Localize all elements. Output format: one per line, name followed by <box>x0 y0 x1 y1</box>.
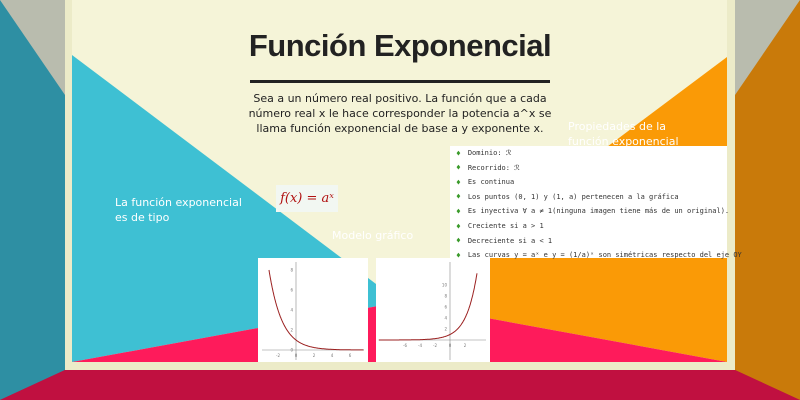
property-item: ♦ Es inyectiva ∀ a ≠ 1(ninguna imagen tie… <box>456 206 729 216</box>
property-text: Es continua <box>467 178 515 187</box>
bullet-icon: ♦ <box>456 148 461 158</box>
y-tick-label: 8 <box>290 268 293 273</box>
property-item: ♦ Las curvas y = aˣ e y = (1/a)ˣ son simé… <box>456 250 742 260</box>
outer-left-panel <box>0 0 65 400</box>
formula-box: f(x) = aˣ <box>276 185 338 212</box>
property-item: ♦ Dominio: ℛ <box>456 148 511 158</box>
property-item: ♦ Es continua <box>456 177 514 187</box>
x-tick-label: -6 <box>403 343 407 348</box>
property-text: Es inyectiva ∀ a ≠ 1(ninguna imagen tien… <box>467 207 730 216</box>
model-label: Modelo gráfico <box>332 229 414 242</box>
x-tick-label: 2 <box>313 353 316 358</box>
property-text: Creciente si a > 1 <box>467 222 544 230</box>
page-title: Función Exponencial <box>248 28 552 63</box>
property-item: ♦ Recorrido: ℛ <box>456 163 520 173</box>
properties-list: ♦ Dominio: ℛ ♦ Recorrido: ℛ ♦ Es continua ♦ Los… <box>450 146 742 260</box>
bullet-icon: ♦ <box>456 192 461 202</box>
x-tick-label: -2 <box>433 343 437 348</box>
type-label-line: La función exponencial <box>115 196 242 209</box>
bullet-icon: ♦ <box>456 250 461 260</box>
property-text: Decreciente si a < 1 <box>467 236 553 245</box>
x-tick-label: -2 <box>276 353 280 358</box>
property-text: Dominio: ℛ <box>467 149 512 157</box>
type-label-line: es de tipo <box>115 211 170 224</box>
x-tick-label: 6 <box>349 353 352 358</box>
property-text: Las curvas y = aˣ e y = (1/a)ˣ son simét… <box>467 251 742 260</box>
x-tick-label: 0 <box>449 343 452 348</box>
type-label: La función exponencial es de tipo <box>115 195 242 225</box>
y-tick-label: 4 <box>290 308 293 313</box>
bullet-icon: ♦ <box>456 236 461 246</box>
property-item: ♦ Los puntos (0, 1) y (1, a) pertenecen a… <box>456 192 679 202</box>
bullet-icon: ♦ <box>456 163 461 173</box>
y-tick-label: 6 <box>290 288 293 293</box>
y-tick-label: 6 <box>444 305 447 310</box>
exponential-curve <box>378 273 478 341</box>
properties-title-line: Propiedades de la <box>568 120 667 133</box>
properties-title: Propiedades de la función exponencial <box>568 119 679 149</box>
x-tick-label: -4 <box>418 343 422 348</box>
bullet-icon: ♦ <box>456 221 461 231</box>
outer-floor <box>0 370 800 400</box>
title-divider <box>250 80 550 83</box>
y-tick-label: 0 <box>290 348 293 353</box>
y-tick-label: 10 <box>442 283 448 288</box>
exponential-curve <box>268 269 364 351</box>
property-text: Recorrido: ℛ <box>467 163 520 172</box>
y-tick-label: 2 <box>444 327 447 332</box>
property-item: ♦ Creciente si a > 1 <box>456 221 544 231</box>
bullet-icon: ♦ <box>456 206 461 216</box>
property-text: Los puntos (0, 1) y (1, a) pertenecen a … <box>467 192 679 201</box>
x-tick-label: 4 <box>331 353 334 358</box>
graph-increasing: -6 -4 -2 0 2 2 4 6 8 10 <box>376 258 490 362</box>
intro-text: Sea a un número real positivo. La funció… <box>248 92 552 135</box>
outer-right-panel <box>735 0 800 400</box>
bullet-icon: ♦ <box>456 177 461 187</box>
x-tick-label: 0 <box>295 353 298 358</box>
graph-decreasing: -2 0 2 4 6 0 2 4 6 8 <box>258 258 368 362</box>
property-item: ♦ Decreciente si a < 1 <box>456 236 552 246</box>
y-tick-label: 4 <box>444 316 447 321</box>
properties-title-line: función exponencial <box>568 135 679 148</box>
x-tick-label: 2 <box>464 343 467 348</box>
y-tick-label: 2 <box>290 328 293 333</box>
y-tick-label: 8 <box>444 294 447 299</box>
